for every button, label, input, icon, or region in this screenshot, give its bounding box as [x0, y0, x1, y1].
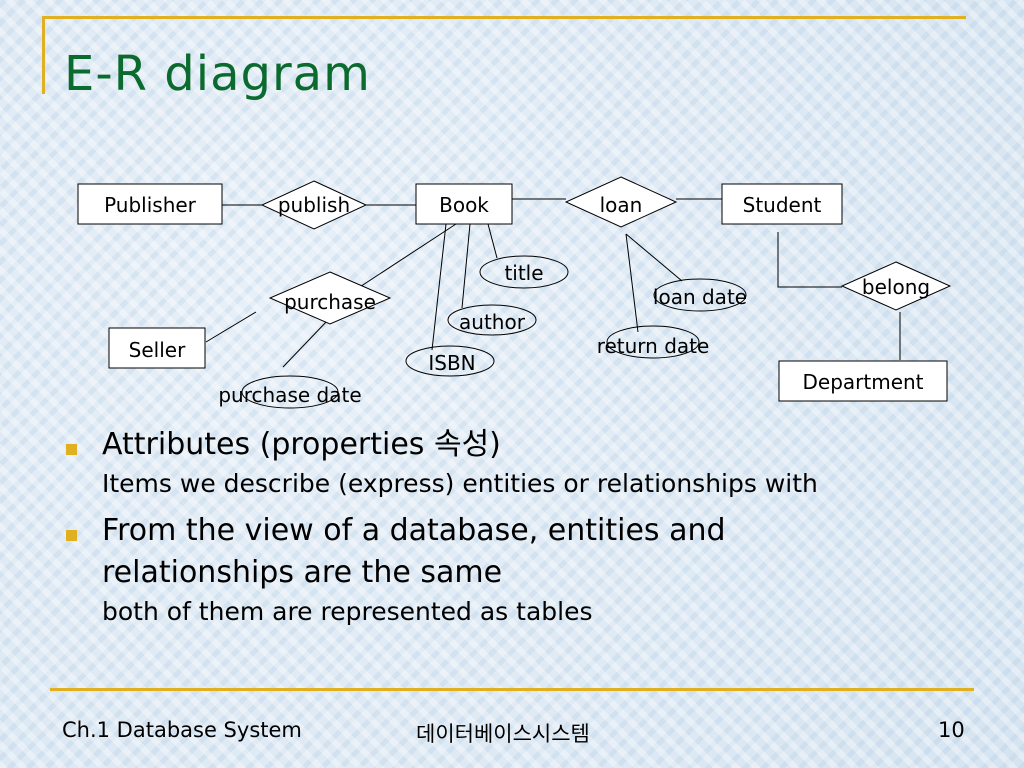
- attribute-author: [447, 304, 537, 336]
- attribute-loan-date-label: loan date: [653, 285, 747, 309]
- bullet-view-line1: From the view of a database, entities an…: [102, 513, 726, 548]
- left-accent-line: [42, 16, 45, 94]
- bullet-view-line2: relationships are the same: [102, 555, 503, 590]
- entity-book-label: Book: [439, 193, 489, 217]
- page-title: E-R diagram: [64, 46, 371, 102]
- student-belong-line: [777, 232, 842, 288]
- footer-divider: [50, 688, 974, 691]
- footer-course: 데이터베이스시스템: [416, 722, 590, 746]
- relationship-loan: [564, 176, 678, 228]
- entity-publisher: [77, 183, 223, 225]
- book-isbn-line: [431, 223, 447, 351]
- entity-department: [778, 360, 948, 402]
- relationship-publish-label: publish: [278, 193, 350, 217]
- entity-department-label: Department: [802, 370, 923, 394]
- attribute-loan-date: [653, 278, 747, 312]
- bullet-list: Attributes (properties 속성) Items we desc…: [62, 424, 982, 638]
- entity-publisher-label: Publisher: [104, 193, 197, 217]
- bullet-attributes-sub: Items we describe (express) entities or …: [102, 469, 818, 498]
- loan-loandate-line: [625, 233, 683, 282]
- attribute-isbn: [405, 345, 495, 377]
- page-number: 10: [938, 718, 965, 742]
- footer-chapter: Ch.1 Database System: [62, 718, 302, 742]
- entity-seller-label: Seller: [129, 338, 186, 362]
- bullet-square-icon: [66, 530, 77, 541]
- top-accent-line: [42, 16, 966, 19]
- relationship-belong: [840, 261, 952, 311]
- bullet-attributes: Attributes (properties 속성): [62, 424, 982, 466]
- relationship-purchase: [268, 271, 392, 325]
- loan-returndate-line: [625, 233, 639, 333]
- relationship-publish: [260, 180, 368, 230]
- attribute-return-date-label: return date: [597, 334, 710, 358]
- attribute-purchase-date-label: purchase date: [218, 383, 361, 407]
- relationship-belong-label: belong: [862, 275, 930, 299]
- attribute-purchase-date: [241, 375, 339, 409]
- attribute-return-date: [606, 325, 700, 359]
- bullet-view-sub: both of them are represented as tables: [102, 597, 593, 626]
- book-purchase-line: [345, 223, 457, 297]
- bullet-view: From the view of a database, entities an…: [62, 510, 982, 594]
- entity-student-label: Student: [743, 193, 822, 217]
- entity-seller: [108, 327, 206, 369]
- relationship-loan-label: loan: [600, 193, 643, 217]
- attribute-title: [479, 255, 569, 289]
- er-diagram: Publisher Book Student Seller Department…: [77, 176, 952, 409]
- book-author-line: [461, 223, 471, 309]
- attribute-author-label: author: [459, 310, 526, 334]
- bullet-square-icon: [66, 444, 77, 455]
- bullet-attributes-text: Attributes (properties 속성): [102, 427, 501, 462]
- relationship-purchase-label: purchase: [284, 290, 376, 314]
- purchase-date-line: [282, 319, 329, 368]
- attribute-isbn-label: ISBN: [428, 351, 475, 375]
- purchase-seller-line: [205, 311, 257, 343]
- book-title-line: [487, 223, 498, 259]
- entity-book: [415, 183, 513, 225]
- entity-student: [721, 183, 843, 225]
- attribute-title-label: title: [504, 261, 543, 285]
